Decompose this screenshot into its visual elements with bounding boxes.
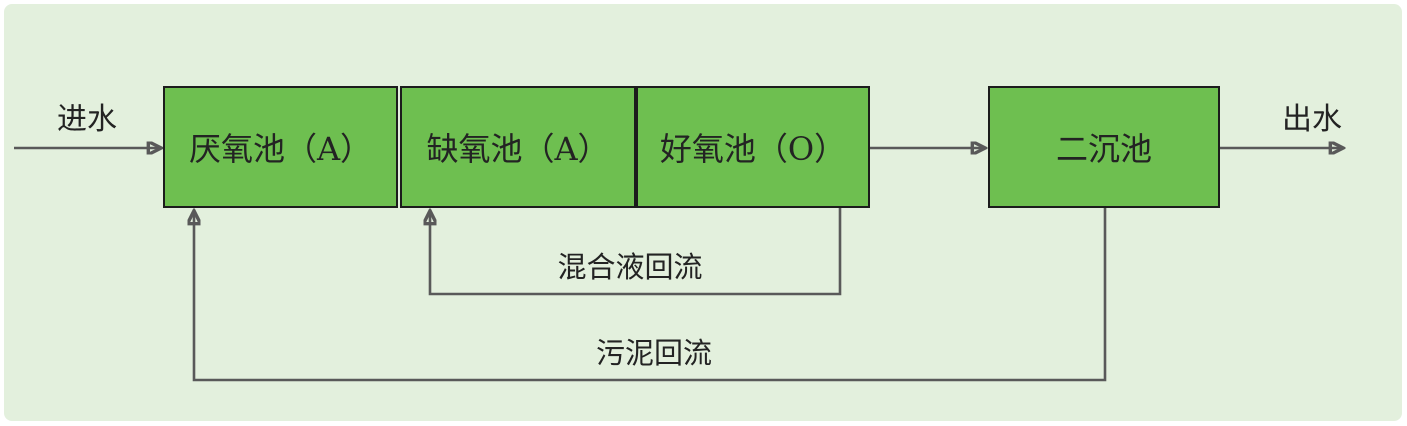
anoxic-tank-label: 缺氧池（A）	[426, 130, 610, 168]
box-anoxic-tank: 缺氧池（A）	[400, 86, 636, 208]
anaerobic-tank-label: 厌氧池（A）	[188, 130, 373, 168]
sludge-return-line	[194, 208, 1107, 382]
outlet-label: 出水	[1282, 102, 1342, 137]
box-aerobic-tank: 好氧池（O）	[636, 86, 870, 208]
mixed-liquor-return-line	[430, 208, 842, 296]
box-anaerobic-tank: 厌氧池（A）	[163, 86, 398, 208]
box-secondary-clarifier: 二沉池	[988, 86, 1220, 208]
secondary-clarifier-label: 二沉池	[1055, 130, 1152, 168]
aerobic-tank-label: 好氧池（O）	[659, 130, 847, 168]
mixed-liquor-return-label: 混合液回流	[557, 250, 703, 284]
diagram-background	[4, 4, 1402, 421]
sludge-return-label: 污泥回流	[595, 336, 713, 370]
inlet-label: 进水	[57, 102, 117, 137]
